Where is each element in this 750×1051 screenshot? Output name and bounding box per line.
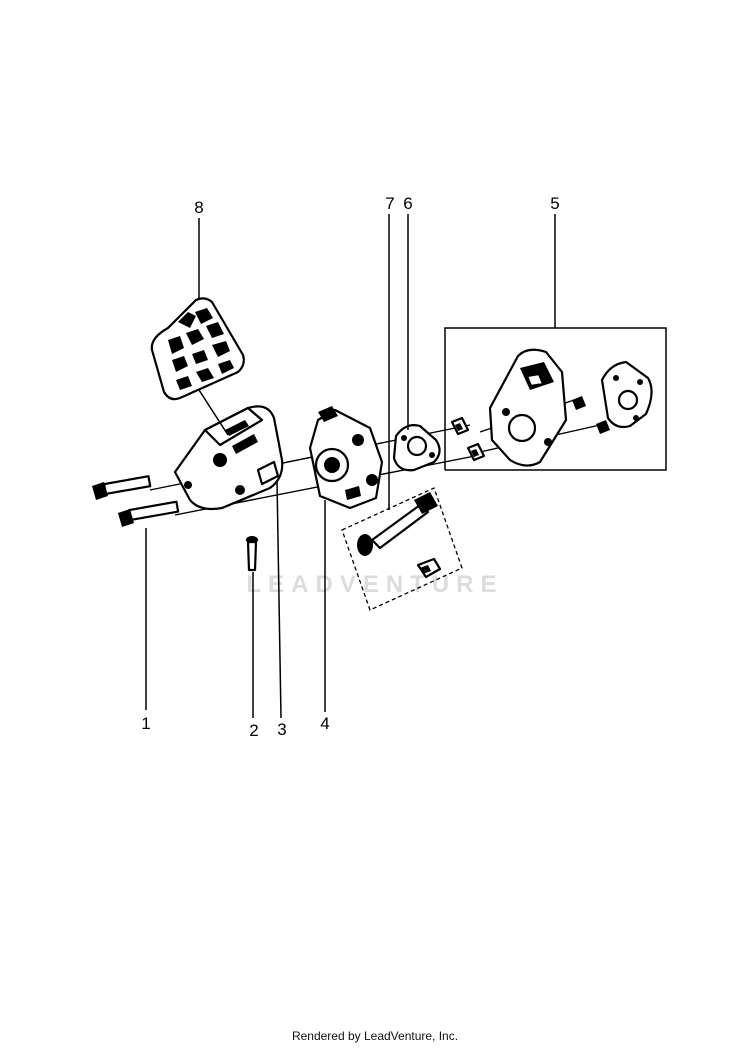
- part-carburetor: [308, 406, 384, 510]
- callout-3: 3: [277, 720, 286, 739]
- callout-5: 5: [550, 194, 559, 213]
- part-screw: [246, 536, 258, 572]
- callout-6: 6: [403, 194, 412, 213]
- watermark-text: LEADVENTURE: [246, 571, 503, 598]
- callout-8: 8: [194, 198, 203, 217]
- part-bolts: [92, 475, 180, 527]
- part-gasket: [392, 424, 441, 472]
- callout-4: 4: [320, 714, 329, 733]
- callout-labels: 8 7 6 5 1 2 3 4: [141, 194, 559, 740]
- callout-7: 7: [385, 194, 394, 213]
- leader-lines: [145, 214, 556, 719]
- callout-1: 1: [141, 714, 150, 733]
- part-intake-adapter: [444, 327, 667, 471]
- footer-credit: Rendered by LeadVenture, Inc.: [291, 1029, 459, 1043]
- part-small-nuts: [450, 416, 486, 462]
- callout-2: 2: [249, 721, 258, 740]
- part-air-filter-grille: [150, 297, 245, 401]
- part-choke-kit: [341, 487, 463, 611]
- part-air-filter-housing: [173, 405, 284, 511]
